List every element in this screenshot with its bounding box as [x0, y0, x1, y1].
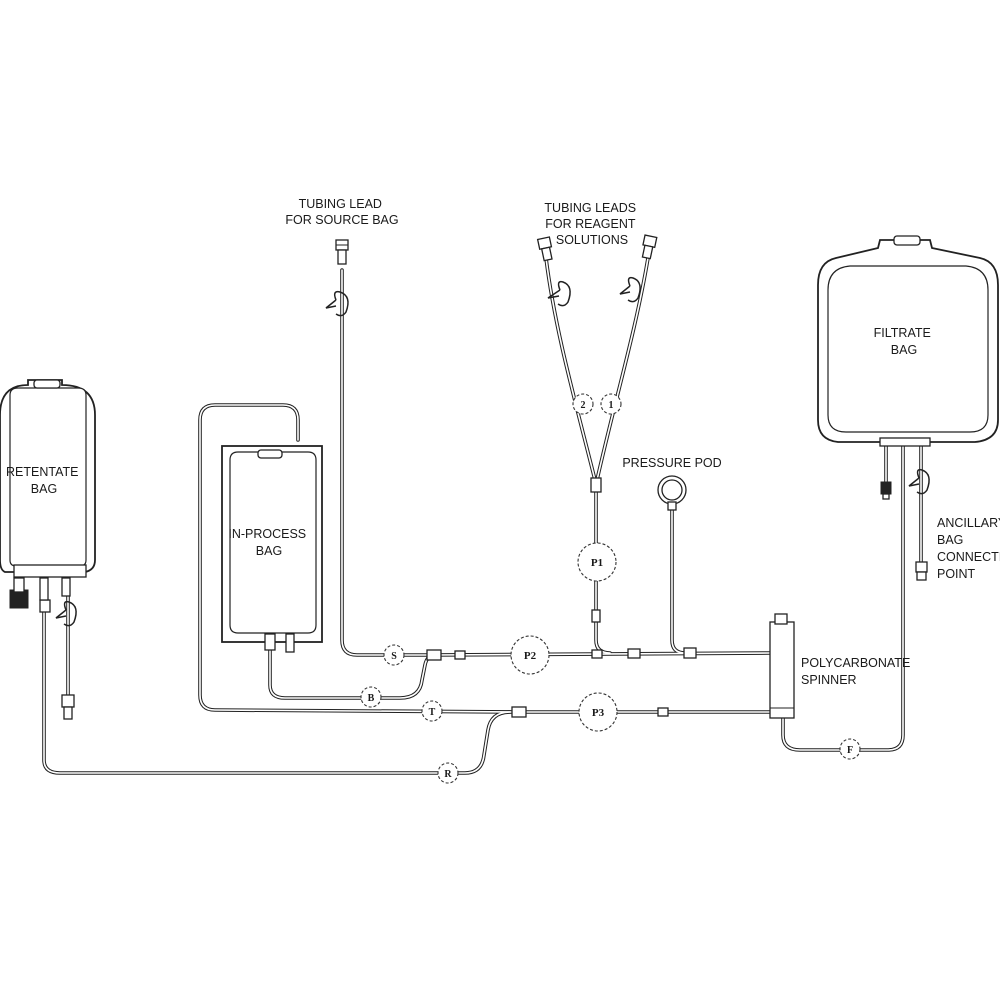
connector-s	[426, 649, 442, 661]
connector-p3-a	[511, 706, 527, 718]
marker-reagent-2: 2	[572, 393, 594, 415]
svg-text:1: 1	[609, 400, 614, 411]
marker-p3: P3	[578, 692, 618, 732]
filtrate-bag	[817, 235, 999, 447]
marker-p2: P2	[510, 635, 550, 675]
reagent-1-clamp	[619, 276, 641, 303]
retentate-lead-cap	[61, 694, 75, 720]
tubing-network	[42, 256, 923, 775]
svg-text:P1: P1	[591, 557, 603, 569]
connector-p1	[591, 609, 601, 623]
source-clamp	[325, 290, 349, 317]
tube-b-line	[268, 648, 437, 700]
label-reagent-leads: TUBING LEADS FOR REAGENT SOLUTIONS	[544, 201, 639, 247]
marker-s: S	[383, 644, 405, 666]
svg-text:P3: P3	[592, 707, 605, 719]
luer-end-caps	[61, 234, 928, 720]
marker-b: B	[360, 686, 382, 708]
connector-p2-c	[627, 648, 641, 659]
filtrate-connector	[880, 481, 892, 500]
marker-r: R	[437, 762, 459, 784]
retentate-bag	[0, 379, 96, 609]
connector-p2-b	[591, 649, 603, 659]
pressure-pod	[657, 475, 687, 511]
svg-text:S: S	[391, 651, 397, 662]
marker-t: T	[421, 700, 443, 722]
tube-source-lead	[340, 268, 432, 657]
connector-y	[590, 477, 602, 493]
tube-pressure-pod	[670, 500, 687, 655]
svg-text:B: B	[368, 693, 375, 704]
in-process-bag	[221, 445, 323, 653]
label-retentate-bag: RETENTATE BAG	[6, 465, 82, 496]
pinch-clamps	[55, 276, 930, 627]
marker-p1: P1	[577, 542, 617, 582]
connector-retentate	[39, 599, 51, 613]
connector-p3-b	[657, 707, 669, 717]
tube-connectors	[39, 477, 697, 718]
connector-pod	[683, 647, 697, 659]
line-markers: 2 1 P1 P2 P3 S B T	[360, 393, 861, 784]
label-source-lead: TUBING LEAD FOR SOURCE BAG	[285, 197, 398, 227]
svg-text:P2: P2	[524, 650, 537, 662]
reagent-1-cap	[641, 234, 658, 260]
marker-f: F	[839, 738, 861, 760]
ancillary-clamp	[908, 468, 930, 495]
svg-text:R: R	[444, 769, 452, 780]
label-filtrate-bag: FILTRATE BAG	[874, 326, 935, 357]
label-pressure-pod: PRESSURE POD	[622, 456, 721, 470]
retentate-clamp	[55, 600, 77, 627]
connector-p2-a	[454, 650, 466, 660]
label-ancillary: ANCILLARY BAG CONNECTION POINT	[937, 516, 1000, 581]
ancillary-cap	[915, 561, 928, 581]
reagent-2-clamp	[547, 280, 571, 307]
polycarbonate-spinner	[769, 613, 795, 719]
diagram-labels: TUBING LEAD FOR SOURCE BAG TUBING LEADS …	[6, 197, 1000, 687]
svg-text:F: F	[847, 745, 853, 756]
marker-reagent-1: 1	[600, 393, 622, 415]
reagent-2-cap	[536, 236, 553, 262]
label-polycarbonate-spinner: POLYCARBONATE SPINNER	[801, 656, 914, 687]
label-in-process-bag: IN-PROCESS BAG	[228, 527, 309, 558]
svg-text:T: T	[429, 707, 436, 718]
source-lead-cap	[335, 239, 349, 265]
svg-text:2: 2	[581, 400, 586, 411]
